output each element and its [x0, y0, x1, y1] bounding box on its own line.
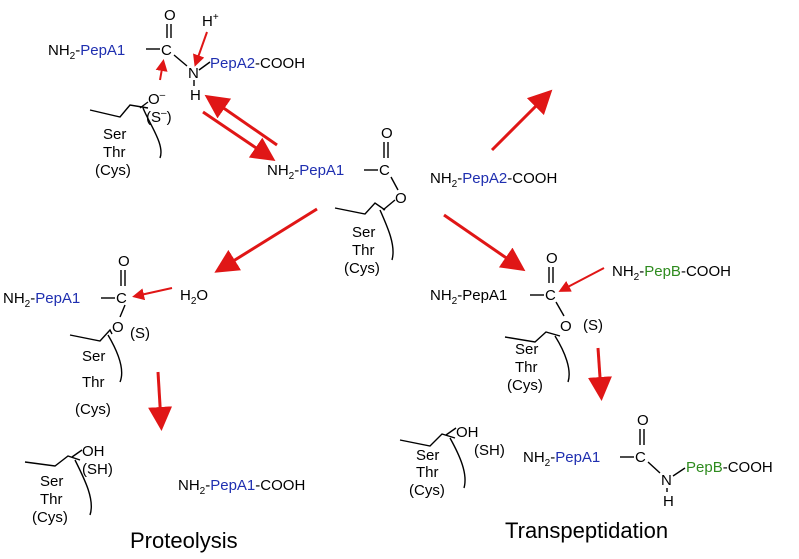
res-cys: (Cys) — [409, 482, 445, 499]
ester-o: O — [112, 319, 124, 336]
transpeptidation-title: Transpeptidation — [505, 518, 668, 543]
res-thr: Thr — [40, 491, 63, 508]
released-pepa2: NH2-PepA2-COOH — [430, 170, 557, 190]
sh-label: (SH) — [474, 442, 505, 459]
res-ser: Ser — [515, 341, 538, 358]
serine-o: O– — [148, 90, 166, 108]
released-pepa1: NH2-PepA1-COOH — [178, 477, 305, 497]
carbonyl-c: C — [379, 162, 390, 179]
res-thr: Thr — [515, 359, 538, 376]
res-ser: Ser — [352, 224, 375, 241]
carbonyl-o: O — [381, 125, 393, 142]
carbonyl-c: C — [116, 290, 127, 307]
product-nh2: NH2-PepA1 — [523, 449, 600, 469]
res-thr: Thr — [352, 242, 375, 259]
oh-label: OH — [82, 443, 105, 460]
carbonyl-o: O — [118, 253, 130, 270]
res-cys: (Cys) — [95, 162, 131, 179]
pepa2-label: PepA2-COOH — [210, 55, 305, 72]
s-label: (S) — [130, 325, 150, 342]
sh-label: (SH) — [82, 461, 113, 478]
res-ser: Ser — [416, 447, 439, 464]
res-ser: Ser — [82, 348, 105, 365]
transpeptidation-products: OH (SH) Ser Thr (Cys) NH2-PepA1 C O N H … — [399, 412, 773, 543]
carbonyl-c: C — [161, 42, 172, 59]
deacylation-arrow-right — [588, 347, 612, 401]
res-thr: Thr — [416, 464, 439, 481]
res-cys: (Cys) — [507, 377, 543, 394]
thiolate: (S–) — [146, 108, 172, 126]
proton: H+ — [202, 12, 219, 30]
product-h: H — [663, 493, 674, 510]
release-arrow — [490, 89, 553, 152]
water: H2O — [180, 287, 208, 307]
carbonyl-o: O — [164, 7, 176, 24]
nh2-label: NH2-PepA1 — [267, 162, 344, 182]
carbonyl-c: C — [545, 287, 556, 304]
ester-o: O — [395, 190, 407, 207]
amide-n: N — [188, 65, 199, 82]
res-thr: Thr — [82, 374, 105, 391]
carbonyl-o: O — [546, 250, 558, 267]
res-cys: (Cys) — [344, 260, 380, 277]
nh2-label: NH2-PepA1 — [430, 287, 507, 307]
pepb-nucleophile: NH2-PepB-COOH — [612, 263, 731, 283]
ester-o: O — [560, 318, 572, 335]
amide-h: H — [190, 87, 201, 104]
hydrolysis-intermediate: NH2-PepA1 C O O (S) H2O Ser Thr (Cys) — [3, 253, 208, 418]
product-n: N — [661, 472, 672, 489]
proteolysis-products: OH (SH) Ser Thr (Cys) NH2-PepA1-COOH Pro… — [24, 443, 305, 553]
res-cys: (Cys) — [75, 401, 111, 418]
reverse-arrow — [204, 94, 278, 147]
deacylation-arrow-left — [148, 371, 173, 431]
nh2-label: NH2-PepA1 — [3, 290, 80, 310]
forward-arrow — [202, 110, 276, 162]
res-thr: Thr — [103, 144, 126, 161]
oh-label: OH — [456, 424, 479, 441]
res-ser: Ser — [103, 126, 126, 143]
proteolysis-title: Proteolysis — [130, 528, 238, 553]
product-pepb: PepB-COOH — [686, 459, 773, 476]
res-cys: (Cys) — [32, 509, 68, 526]
s-label: (S) — [583, 317, 603, 334]
aminolysis-arrow — [443, 213, 526, 272]
hydrolysis-arrow — [214, 207, 318, 273]
product-o: O — [637, 412, 649, 429]
product-c: C — [635, 449, 646, 466]
acyl-enzyme-center: NH2-PepA1 C O O Ser Thr (Cys) — [267, 125, 407, 277]
res-ser: Ser — [40, 473, 63, 490]
nh2-label: NH2-PepA1 — [48, 42, 125, 62]
substrate-complex: NH2-PepA1 C O N H PepA2-COOH H+ O– (S–) … — [48, 7, 305, 179]
transpeptidation-intermediate: NH2-PepA1 C O O (S) NH2-PepB-COOH Ser Th… — [430, 250, 731, 394]
